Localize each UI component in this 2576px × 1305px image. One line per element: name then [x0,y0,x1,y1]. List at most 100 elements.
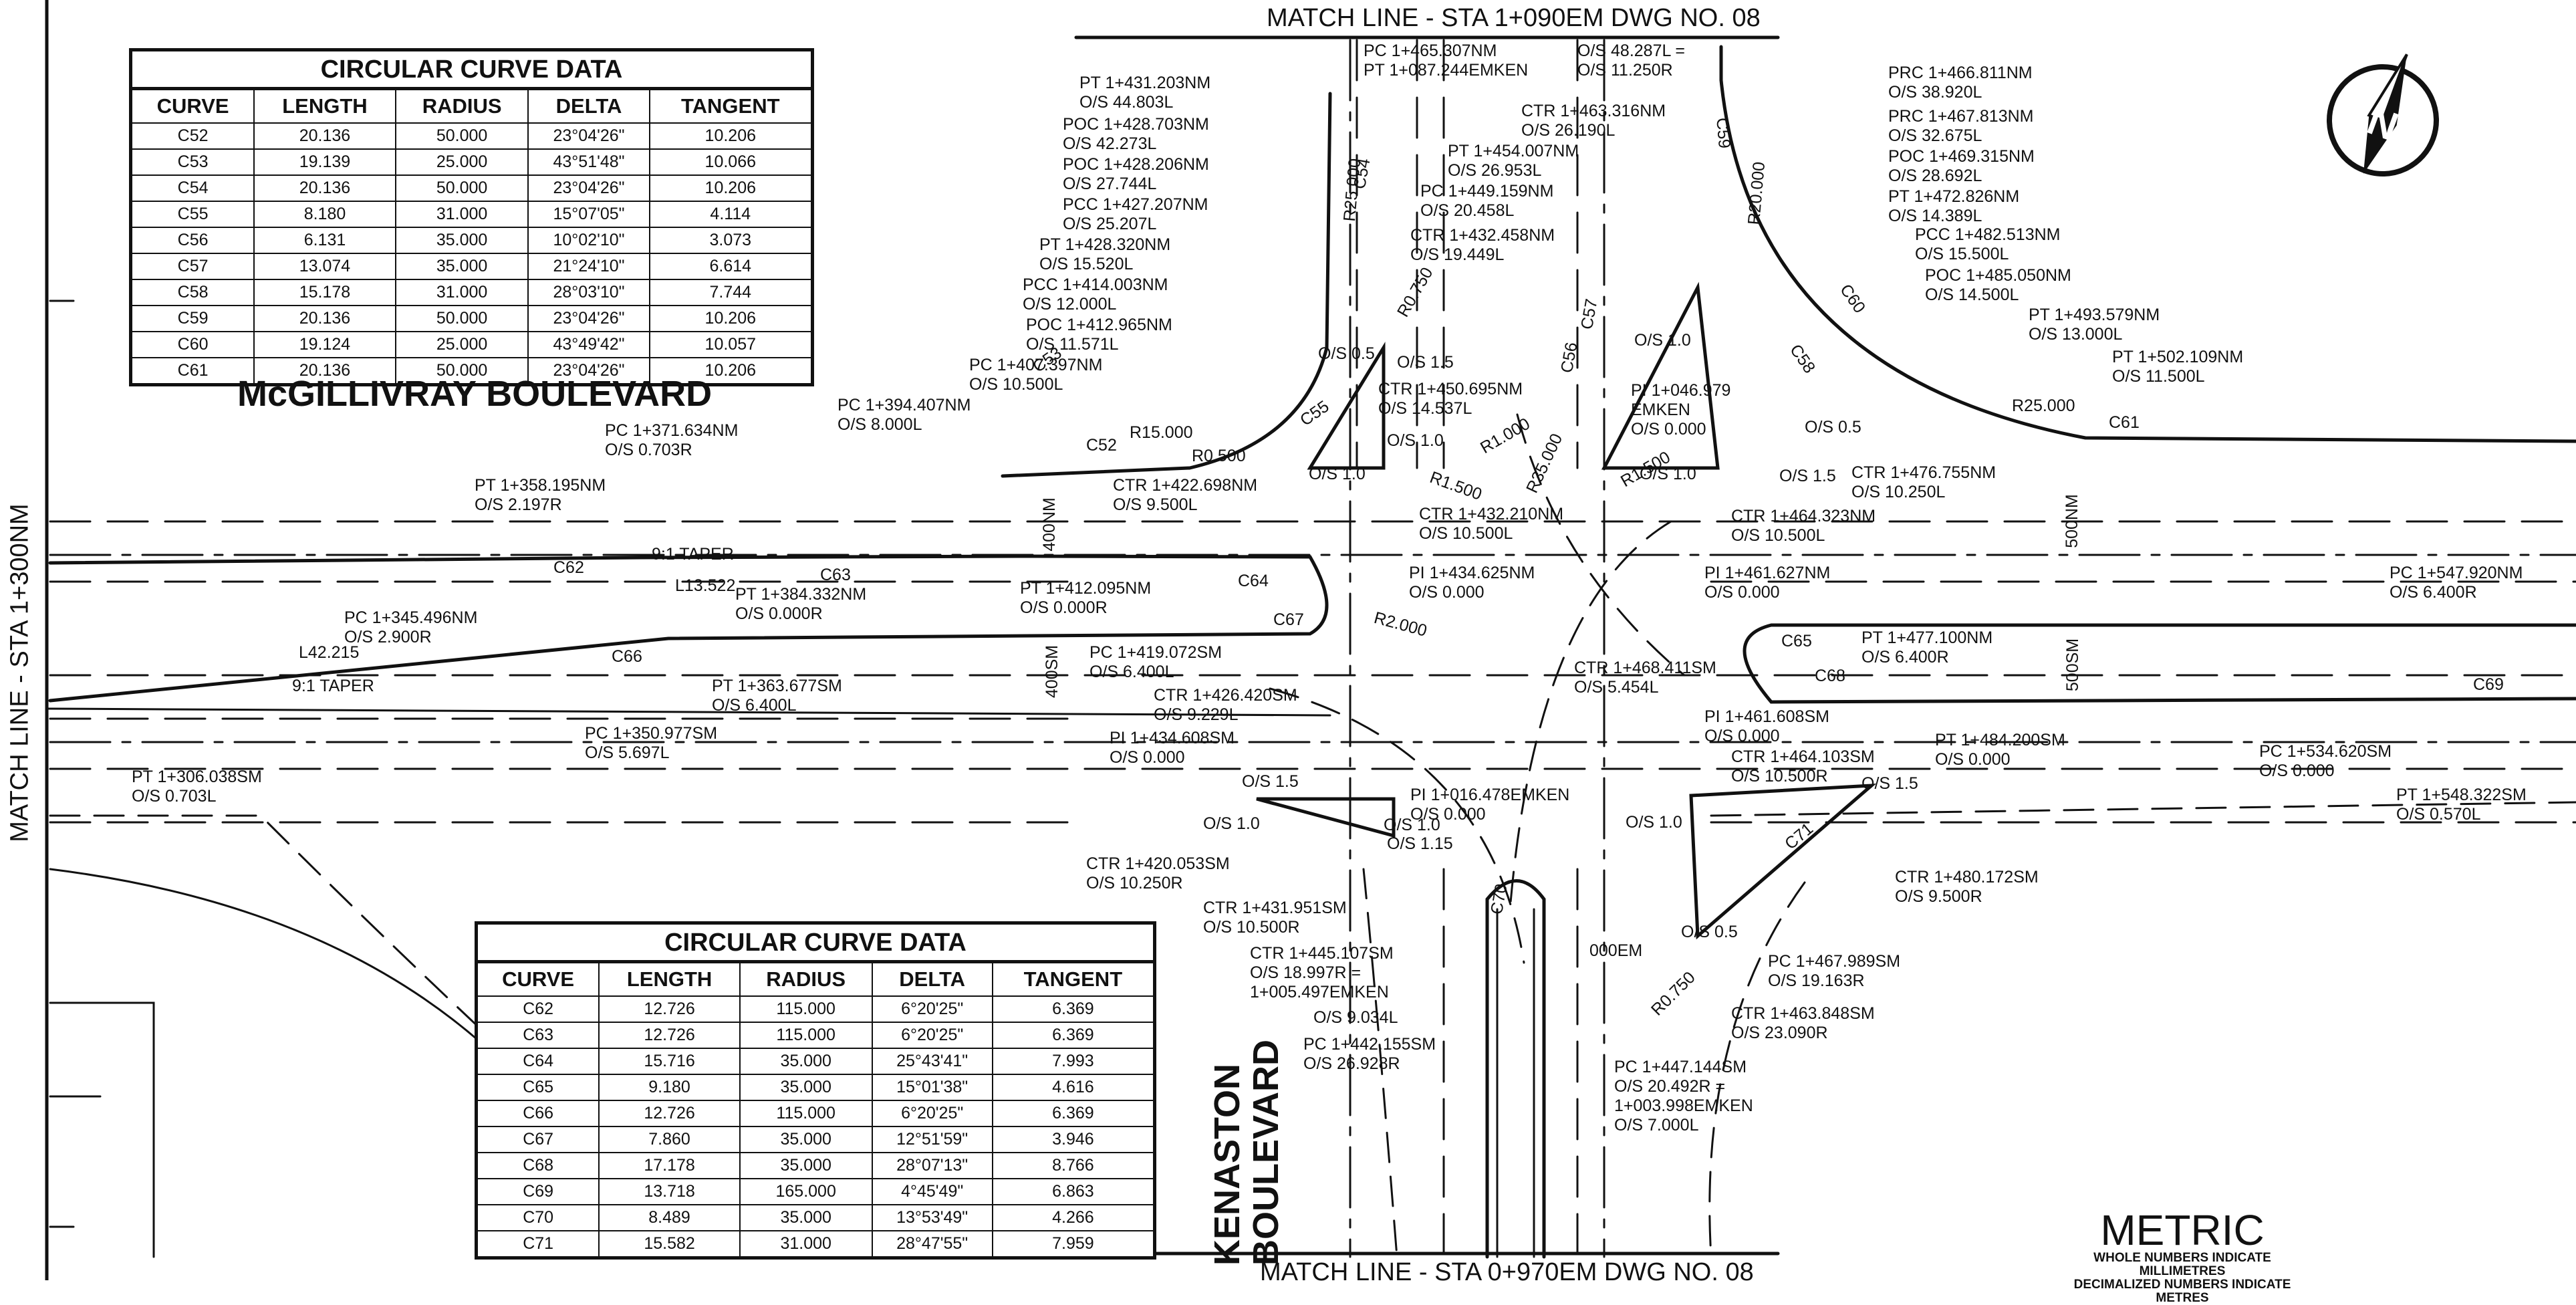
table-cell: 3.946 [991,1126,1156,1153]
table-cell: 17.178 [598,1152,741,1179]
station-annotation-line: CTR 1+431.951SM [1203,899,1347,917]
station-annotation-line: CTR 1+464.103SM [1731,747,1875,766]
station-annotation-line: O/S 0.000 [1935,750,2011,769]
station-annotation-line: CTR 1+464.323NM [1731,507,1876,525]
station-annotation-line: PC 1+442.155SM [1303,1035,1436,1054]
table-cell: 6.369 [991,1022,1156,1049]
table-cell: 7.744 [648,279,813,306]
station-annotation-line: O/S 14.537L [1378,399,1472,418]
station-annotation-line: PT 1+454.007NM [1448,142,1579,160]
station-annotation-line: PT 1+548.322SM [2396,786,2527,804]
table-cell: 35.000 [739,1074,873,1101]
column-header: RADIUS [739,961,873,997]
station-annotation-line: O/S 13.000L [2029,325,2123,344]
table-cell: C56 [130,227,255,254]
station-annotation-line: PC 1+447.144SM [1614,1058,1747,1076]
station-annotation-line: O/S 0.000 [1410,805,1486,824]
station-annotation-line: CTR 1+420.053SM [1086,854,1230,873]
table-cell: 10.206 [648,305,813,332]
offset-label: O/S 0.5 [1318,344,1375,363]
station-annotation-line: CTR 1+480.172SM [1895,868,2039,886]
table-cell: 10.206 [648,174,813,202]
table-cell: 25.000 [394,148,529,176]
column-header: TANGENT [648,88,813,124]
station-annotation-line: O/S 9.034L [1313,1008,1398,1027]
table-cell: 13°53'49" [871,1204,993,1231]
station-annotation-line: PT 1+087.244EMKEN [1364,61,1529,80]
metric-note-line1: WHOLE NUMBERS INDICATE MILLIMETRES [2093,1251,2271,1278]
table-cell: 3.073 [648,227,813,254]
station-annotation-line: PC 1+534.620SM [2259,742,2392,761]
station-annotation-line: O/S 9.500R [1895,887,1982,906]
station-annotation-line: O/S 5.454L [1574,678,1659,697]
table-cell: 50.000 [394,174,529,202]
table-cell: 25°43'41" [871,1048,993,1075]
station-annotation-line: O/S 10.500L [969,375,1063,394]
station-annotation-line: O/S 26.190L [1521,121,1616,140]
table-cell: 4.616 [991,1074,1156,1101]
table-cell: 165.000 [739,1178,873,1205]
station-annotation-line: CTR 1+432.210NM [1419,505,1564,523]
table-cell: 31.000 [394,279,529,306]
radius-label: R25.000 [2012,396,2075,415]
radius-label: R15.000 [1130,423,1193,442]
offset-label: O/S 1.5 [1397,353,1454,372]
station-tick-label: 500NM [2062,494,2081,548]
offset-label: O/S 1.0 [1626,813,1682,832]
table-cell: 7.993 [991,1048,1156,1075]
table-cell: 6°20'25" [871,1100,993,1127]
offset-label: O/S 1.5 [1861,774,1918,793]
table-cell: 19.139 [253,148,396,176]
station-annotation-line: PC 1+449.159NM [1420,182,1554,201]
kenaston-line2: BOULEVARD [1246,1039,1286,1266]
table-cell: 6.614 [648,253,813,280]
station-annotation-line: PI 1+016.478EMKEN [1410,786,1570,804]
column-header: RADIUS [394,88,529,124]
table-cell: C62 [475,995,600,1023]
station-annotation-line: O/S 0.703R [605,441,692,459]
station-annotation-line: O/S 15.500L [1915,245,2009,263]
offset-label: O/S 1.5 [1242,772,1299,791]
column-header: DELTA [871,961,993,997]
station-annotation-line: CTR 1+422.698NM [1113,476,1258,495]
table-cell: 12.726 [598,1100,741,1127]
curve-label: C67 [1273,610,1304,629]
curve-data-table-top: CIRCULAR CURVE DATA CURVE LENGTH RADIUS … [129,48,814,386]
station-annotation-line: CTR 1+432.458NM [1410,226,1555,245]
table-cell: 35.000 [394,253,529,280]
offset-label: O/S 1.5 [1779,467,1836,485]
table-cell: C65 [475,1074,600,1101]
offset-label: O/S 1.0 [1309,465,1366,483]
table-cell: 13.074 [253,253,396,280]
table-cell: 13.718 [598,1178,741,1205]
table-cell: 6.863 [991,1178,1156,1205]
station-annotation-line: PC 1+467.989SM [1768,952,1901,971]
offset-label: O/S 1.0 [1384,816,1440,834]
station-annotation-line: O/S 6.400R [2390,583,2477,602]
station-annotation-line: PRC 1+466.811NM [1888,64,2033,82]
table-cell: 8.489 [598,1204,741,1231]
